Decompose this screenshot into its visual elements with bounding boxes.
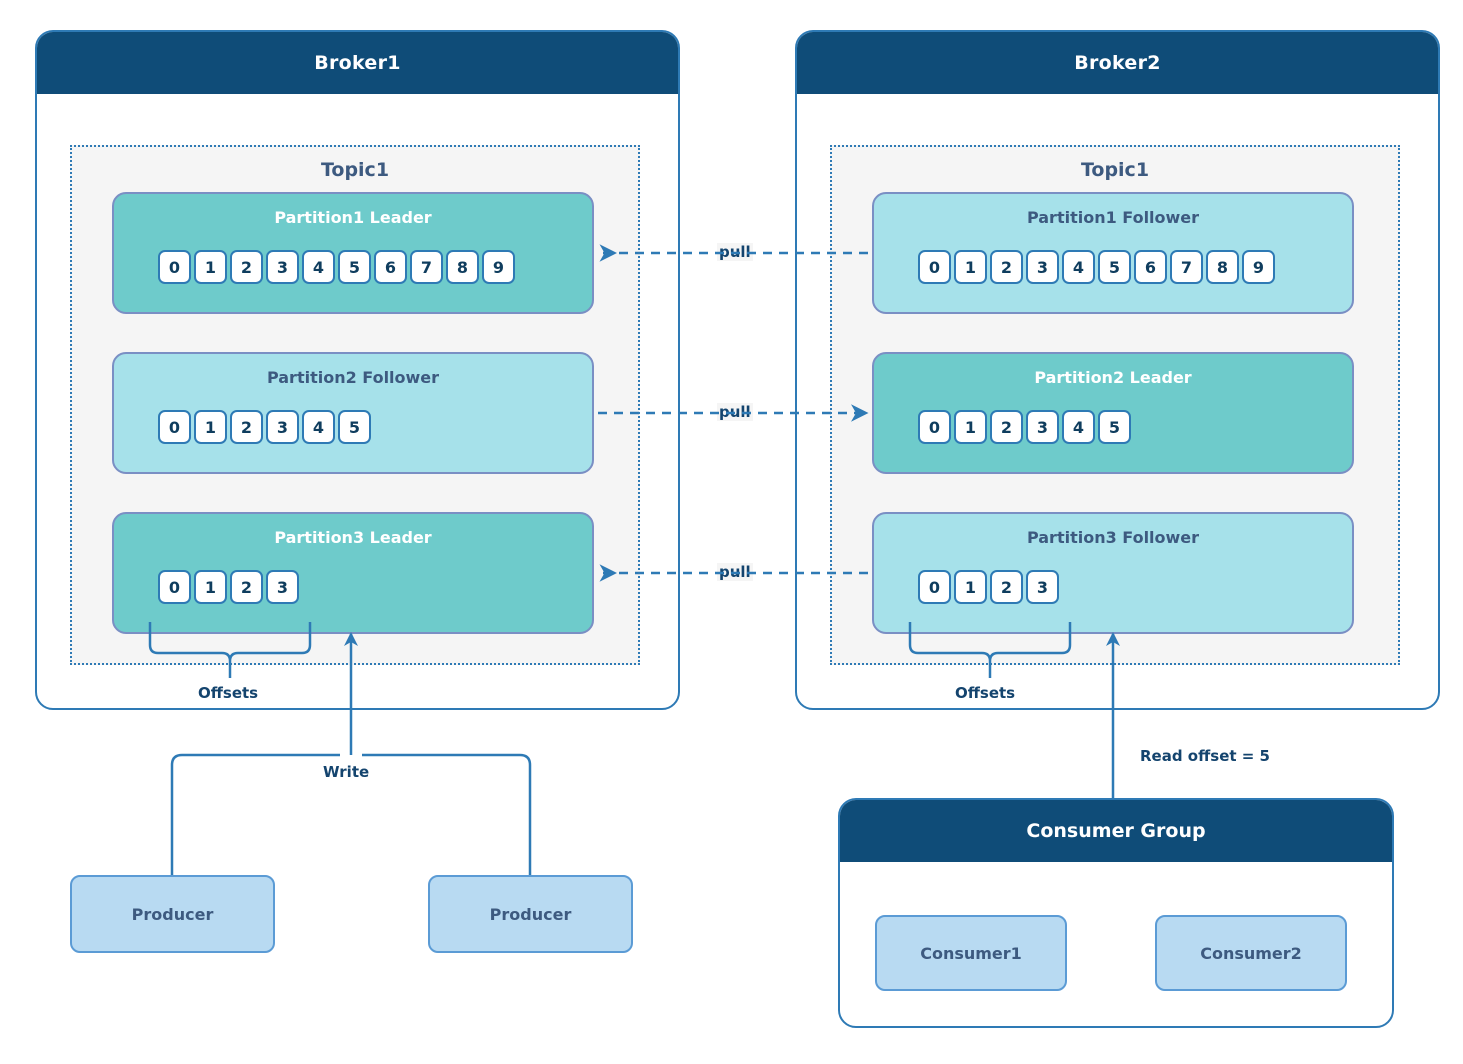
- offset-cell: 6: [1134, 250, 1167, 284]
- offset-cell: 0: [158, 570, 191, 604]
- broker2-offsets-label: Offsets: [955, 684, 1016, 702]
- offset-cell: 2: [230, 410, 263, 444]
- offset-cell: 9: [1242, 250, 1275, 284]
- offset-cell: 2: [230, 570, 263, 604]
- producer-1-label: Producer: [131, 904, 214, 924]
- offset-cell: 3: [266, 410, 299, 444]
- broker2-partition2-title: Partition2 Leader: [1034, 368, 1192, 387]
- write-label: Write: [323, 763, 370, 781]
- offset-cell: 7: [410, 250, 443, 284]
- broker2-partition1-title: Partition1 Follower: [1026, 208, 1200, 227]
- broker2-header: Broker2: [797, 32, 1438, 94]
- offset-cell: 1: [194, 250, 227, 284]
- consumer-group-container: Consumer Group: [838, 798, 1394, 1028]
- producer-1[interactable]: Producer: [70, 875, 275, 953]
- offset-cell: 3: [1026, 250, 1059, 284]
- offset-cell: 8: [446, 250, 479, 284]
- offset-cell: 5: [338, 410, 371, 444]
- offset-cell: 5: [1098, 410, 1131, 444]
- consumer-1-label: Consumer1: [920, 943, 1022, 963]
- offset-cell: 0: [158, 410, 191, 444]
- offset-cell: 2: [230, 250, 263, 284]
- offset-cell: 7: [1170, 250, 1203, 284]
- consumer-2[interactable]: Consumer2: [1155, 915, 1347, 991]
- offset-cell: 2: [990, 570, 1023, 604]
- offset-cell: 3: [266, 570, 299, 604]
- pull-label-partition2: pull: [717, 403, 753, 421]
- offset-cell: 5: [1098, 250, 1131, 284]
- offset-cell: 4: [302, 250, 335, 284]
- pull-label-partition3: pull: [717, 563, 753, 581]
- offset-cell: 5: [338, 250, 371, 284]
- broker1-title: Broker1: [314, 52, 401, 74]
- offset-cell: 9: [482, 250, 515, 284]
- broker2-topic1-title: Topic1: [1080, 159, 1150, 181]
- offset-cell: 2: [990, 410, 1023, 444]
- offset-cell: 3: [1026, 570, 1059, 604]
- broker1-offsets-label: Offsets: [198, 684, 259, 702]
- broker1-partition1-title: Partition1 Leader: [274, 208, 432, 227]
- offset-cell: 1: [954, 410, 987, 444]
- offset-cell: 1: [194, 570, 227, 604]
- consumer-group-title: Consumer Group: [1026, 820, 1206, 842]
- offset-cell: 2: [990, 250, 1023, 284]
- broker2-title: Broker2: [1074, 52, 1161, 74]
- broker1-header: Broker1: [37, 32, 678, 94]
- producer-2-label: Producer: [489, 904, 572, 924]
- offset-cell: 1: [194, 410, 227, 444]
- offset-cell: 3: [1026, 410, 1059, 444]
- consumer-1[interactable]: Consumer1: [875, 915, 1067, 991]
- offset-cell: 1: [954, 570, 987, 604]
- offset-cell: 3: [266, 250, 299, 284]
- broker1-topic1-title: Topic1: [320, 159, 390, 181]
- offset-cell: 1: [954, 250, 987, 284]
- pull-label-partition1: pull: [717, 243, 753, 261]
- broker2-partition3-title: Partition3 Follower: [1026, 528, 1200, 547]
- offset-cell: 0: [918, 250, 951, 284]
- read-offset-label: Read offset = 5: [1140, 747, 1270, 765]
- broker1-partition3-title: Partition3 Leader: [274, 528, 432, 547]
- offset-cell: 4: [1062, 410, 1095, 444]
- offset-cell: 8: [1206, 250, 1239, 284]
- broker1-partition2-title: Partition2 Follower: [266, 368, 440, 387]
- offset-cell: 4: [1062, 250, 1095, 284]
- offset-cell: 6: [374, 250, 407, 284]
- producer-2[interactable]: Producer: [428, 875, 633, 953]
- offset-cell: 0: [918, 410, 951, 444]
- offset-cell: 0: [918, 570, 951, 604]
- consumer-2-label: Consumer2: [1200, 943, 1302, 963]
- offset-cell: 0: [158, 250, 191, 284]
- offset-cell: 4: [302, 410, 335, 444]
- consumer-group-header: Consumer Group: [840, 800, 1392, 862]
